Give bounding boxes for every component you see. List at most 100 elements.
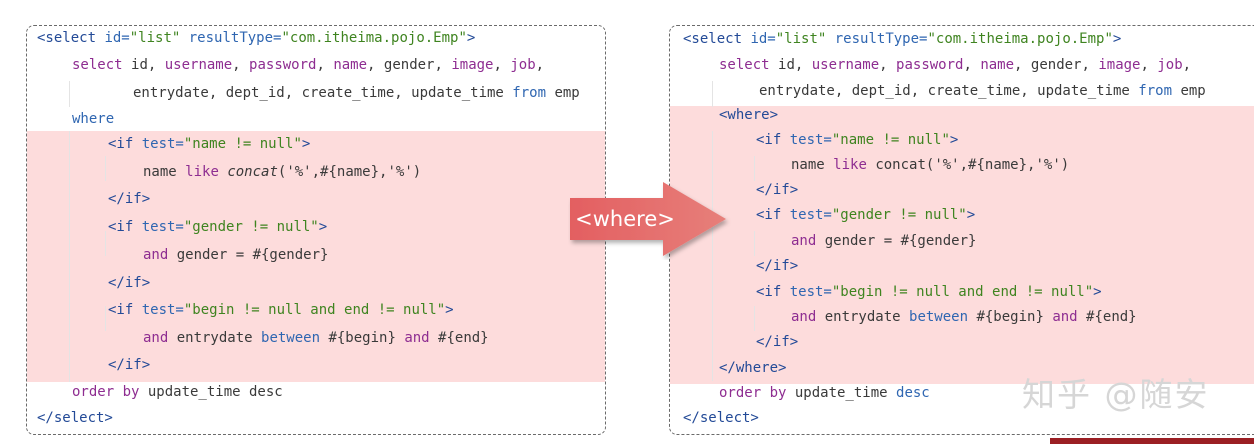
code-token: <if <box>756 132 790 148</box>
code-line: <if test="begin != null and end != null"… <box>27 298 605 323</box>
code-token: "com.itheima.pojo.Emp" <box>281 30 467 46</box>
code-line: </select> <box>27 406 605 431</box>
code-token: </if> <box>108 275 151 291</box>
code-line: order by update_time desc <box>27 380 605 405</box>
code-token: and <box>143 330 177 346</box>
code-token: job <box>1157 57 1183 73</box>
code-line: </if> <box>27 187 605 212</box>
code-token: , <box>1182 57 1192 73</box>
code-token: update_time desc <box>147 384 283 400</box>
code-token: </if> <box>108 357 151 373</box>
code-line: and gender = #{gender} <box>670 229 1254 254</box>
indent-guide <box>105 306 106 331</box>
code-token: > <box>445 302 454 318</box>
code-token: between <box>909 309 977 325</box>
code-token: <if <box>108 219 142 235</box>
indent-guide <box>712 131 713 381</box>
code-token: resultType= <box>826 31 928 47</box>
code-token: and <box>791 309 825 325</box>
code-line: select id, username, password, name, gen… <box>27 53 605 78</box>
code-line: <where> <box>670 103 1254 128</box>
code-token: username <box>164 57 233 73</box>
code-token: > <box>301 136 311 152</box>
code-token: <if <box>108 302 142 318</box>
code-token: concat <box>227 164 278 180</box>
code-token: , gender, <box>367 57 452 73</box>
code-line: </if> <box>670 330 1254 355</box>
code-line: <if test="gender != null"> <box>670 203 1254 228</box>
code-token: <if <box>108 136 142 152</box>
code-token: id, <box>778 57 812 73</box>
code-token: "gender != null" <box>183 219 319 235</box>
code-token: > <box>1112 31 1122 47</box>
code-token: between <box>261 330 329 346</box>
indent-guide <box>105 231 106 256</box>
arrow-shape <box>570 182 726 256</box>
code-token: #{end} <box>438 330 489 346</box>
code-line: <if test="name != null"> <box>670 128 1254 153</box>
code-token: "list" <box>129 30 181 46</box>
code-token: and <box>791 233 825 249</box>
code-token: , <box>535 57 545 73</box>
code-token: name <box>143 164 186 180</box>
code-token: test= <box>141 136 184 152</box>
code-token: , gender, <box>1014 57 1099 73</box>
code-token: id, <box>131 57 165 73</box>
code-line: </where> <box>670 356 1254 381</box>
code-line: </if> <box>670 178 1254 203</box>
code-token: resultType= <box>180 30 282 46</box>
code-token: concat('%',#{name},'%') <box>875 157 1070 173</box>
code-token: <if <box>756 207 790 223</box>
code-line: </select> <box>670 406 1254 431</box>
code-line: and entrydate between #{begin} and #{end… <box>27 326 605 351</box>
highlighted-where-block <box>670 106 1254 384</box>
code-line: name like concat('%',#{name},'%') <box>670 153 1254 178</box>
corner-accent-bar <box>1050 438 1254 444</box>
code-token: #{begin} <box>976 309 1053 325</box>
code-token: > <box>318 219 328 235</box>
code-token: test= <box>141 219 184 235</box>
code-token: "list" <box>775 31 827 47</box>
code-token: </if> <box>756 334 799 350</box>
code-token: </if> <box>756 182 799 198</box>
code-token: test= <box>789 207 832 223</box>
code-line: name like concat('%',#{name},'%') <box>27 160 605 185</box>
code-token: test= <box>789 132 832 148</box>
code-token: entrydate, dept_id, create_time, update_… <box>759 83 1139 99</box>
code-line: <if test="name != null"> <box>27 132 605 157</box>
code-token: , <box>232 57 250 73</box>
code-token: "begin != null and end != null" <box>183 302 446 318</box>
indent-guide <box>105 156 106 181</box>
watermark: 知乎 @随安 <box>1022 375 1210 414</box>
code-token: and <box>404 330 439 346</box>
code-line: <select id="list" resultType="com.itheim… <box>670 27 1254 52</box>
code-token: gender = #{gender} <box>824 233 977 249</box>
code-token: and <box>143 247 177 263</box>
code-token: , <box>963 57 981 73</box>
transform-arrow <box>570 182 726 256</box>
code-token: emp <box>1172 83 1206 99</box>
code-token: id= <box>104 30 130 46</box>
code-token: </select> <box>37 410 113 426</box>
code-token: "name != null" <box>831 132 950 148</box>
code-token: </if> <box>108 191 151 207</box>
indent-guide <box>754 231 755 256</box>
code-token: gender = #{gender} <box>176 247 329 263</box>
code-token: ('%',#{name},'%') <box>277 164 422 180</box>
arrow-label: <where> <box>575 207 675 231</box>
code-token: "begin != null and end != null" <box>831 284 1094 300</box>
indent-guide <box>69 131 70 382</box>
code-token: update_time <box>794 385 897 401</box>
code-token: emp <box>546 85 580 101</box>
code-line: </if> <box>27 271 605 296</box>
code-token: order by <box>719 385 795 401</box>
code-token: and <box>1052 309 1087 325</box>
code-line: order by update_time desc <box>670 381 1254 406</box>
code-token: entrydate <box>176 330 262 346</box>
code-line: </if> <box>27 353 605 378</box>
code-token: id= <box>750 31 776 47</box>
indent-guide <box>754 156 755 181</box>
code-token: name <box>980 57 1015 73</box>
highlighted-if-block <box>27 131 605 382</box>
code-token: test= <box>141 302 184 318</box>
